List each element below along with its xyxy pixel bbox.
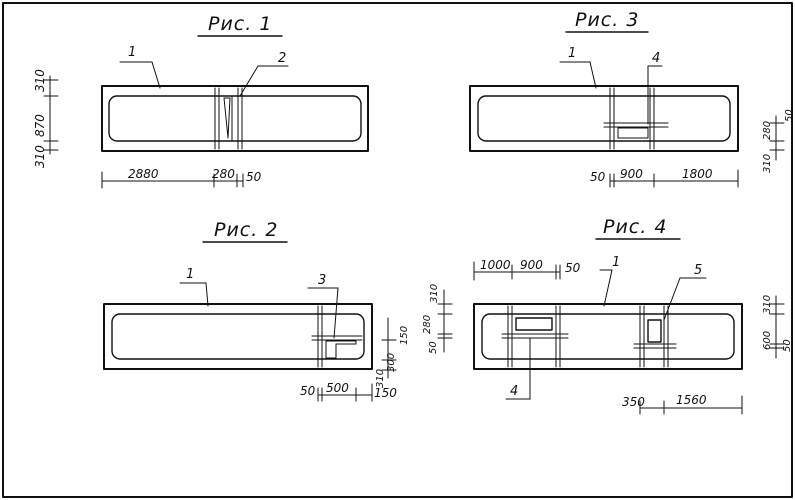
figure-4-title: Рис. 4 <box>603 216 667 238</box>
figure-4: Рис. 4 1 5 4 <box>422 216 793 415</box>
figure-1-hdim-2: 280 <box>212 167 235 181</box>
figure-3-title: Рис. 3 <box>575 9 639 31</box>
figure-4-vdim-right-1: 310 <box>762 295 773 314</box>
figure-4-panel-outer <box>473 303 743 370</box>
figure-2-vertical-dimensions: 310 300 150 <box>375 317 410 388</box>
figure-2-opening <box>311 305 363 368</box>
figure-2-horizontal-dimensions: 50 500 150 <box>300 381 397 402</box>
figure-3-vdim-2: 280 <box>762 121 773 140</box>
figure-4-left-vertical-dimensions: 310 280 50 <box>422 284 453 354</box>
figure-2-vdim-1: 310 <box>375 369 386 388</box>
figure-3-vdim-1: 310 <box>762 154 773 173</box>
figure-1-vdim-bottom: 310 <box>33 145 47 168</box>
figure-4-bottom-dimensions: 350 1560 <box>622 393 743 415</box>
figure-3-callout-4: 4 <box>652 51 660 66</box>
figure-4-leader-1b <box>603 269 613 307</box>
figure-3-horizontal-dimensions: 50 900 1800 <box>590 167 739 188</box>
figure-1-horizontal-dimensions: 2880 280 50 <box>101 167 262 189</box>
figure-4-hdim-top-1: 1000 <box>480 258 511 272</box>
figure-2-callout-3: 3 <box>318 273 326 288</box>
figure-2-leader-1b <box>205 282 209 307</box>
figure-2-callout-1: 1 <box>186 267 194 282</box>
figure-1-hdim-3: 50 <box>246 170 262 184</box>
figure-4-vdim-right-3: 50 <box>782 339 793 352</box>
figure-1-vertical-dimensions: 310 870 310 <box>33 69 59 168</box>
figure-4-hdim-top-3: 50 <box>565 261 581 275</box>
figure-3-callout-1: 1 <box>568 46 576 61</box>
figure-1-vdim-mid: 870 <box>33 114 47 137</box>
figure-3-hdim-2: 900 <box>620 167 643 181</box>
figure-4-callout-5: 5 <box>694 263 702 278</box>
figure-4-callout-4: 4 <box>510 384 518 399</box>
figure-4-panel-inner <box>481 313 735 360</box>
figure-3-hdim-3: 1800 <box>682 167 713 181</box>
figure-2-hdim-2: 500 <box>326 381 349 395</box>
figure-1-vdim-top: 310 <box>33 69 47 92</box>
figure-2-hdim-1: 50 <box>300 384 316 398</box>
figure-4-vdim-left-1: 310 <box>429 284 440 303</box>
figure-1-panel-outer <box>101 85 369 152</box>
figure-4-opening-left <box>501 305 569 368</box>
figure-3-panel-outer <box>469 85 739 152</box>
figure-2-panel-outer <box>103 303 373 370</box>
figure-1-callout-2: 2 <box>278 51 286 66</box>
figure-3-leader-1b <box>589 61 597 89</box>
figure-3-panel-inner <box>477 95 731 142</box>
figure-1-callout-1: 1 <box>128 45 136 60</box>
figure-1-panel-inner <box>108 95 362 142</box>
figure-1-leader-1b <box>151 61 161 89</box>
figure-2: Рис. 2 1 3 310 300 150 <box>103 219 410 402</box>
figure-1-hdim-1: 2880 <box>128 167 159 181</box>
figure-2-panel-inner <box>111 313 365 360</box>
figure-1-leader-2b <box>239 65 259 97</box>
figure-4-vdim-right-2: 600 <box>762 331 773 350</box>
figure-2-title: Рис. 2 <box>214 219 278 241</box>
figure-1-title: Рис. 1 <box>208 13 272 35</box>
figure-3-hdim-1: 50 <box>590 170 606 184</box>
figure-3-vertical-dimensions: 310 280 50 <box>762 109 795 173</box>
figure-2-vdim-2: 300 <box>386 353 397 372</box>
figure-2-hdim-3: 150 <box>374 386 397 400</box>
figure-4-hdim-top-2: 900 <box>520 258 543 272</box>
figure-4-top-dimensions: 1000 900 50 <box>473 258 581 281</box>
figure-4-vdim-left-2: 280 <box>422 315 433 334</box>
figure-4-callout-1: 1 <box>612 255 620 270</box>
figure-2-leader-3b <box>333 287 339 339</box>
figure-4-opening-right <box>633 305 677 368</box>
figure-4-hdim-bottom-2: 1560 <box>676 393 707 407</box>
figure-4-vdim-left-3: 50 <box>428 341 439 354</box>
figure-1: Рис. 1 1 2 310 870 310 <box>33 13 369 189</box>
figure-1-opening <box>214 87 243 150</box>
figure-4-leader-5b <box>663 277 681 321</box>
figure-3-vdim-3: 50 <box>784 109 795 122</box>
figure-3: Рис. 3 1 4 310 280 50 <box>469 9 795 188</box>
figure-2-vdim-3: 150 <box>399 326 410 345</box>
figure-4-right-vertical-dimensions: 310 600 50 <box>762 295 793 359</box>
figure-3-opening <box>603 87 669 150</box>
figure-4-hdim-bottom-1: 350 <box>622 395 645 409</box>
